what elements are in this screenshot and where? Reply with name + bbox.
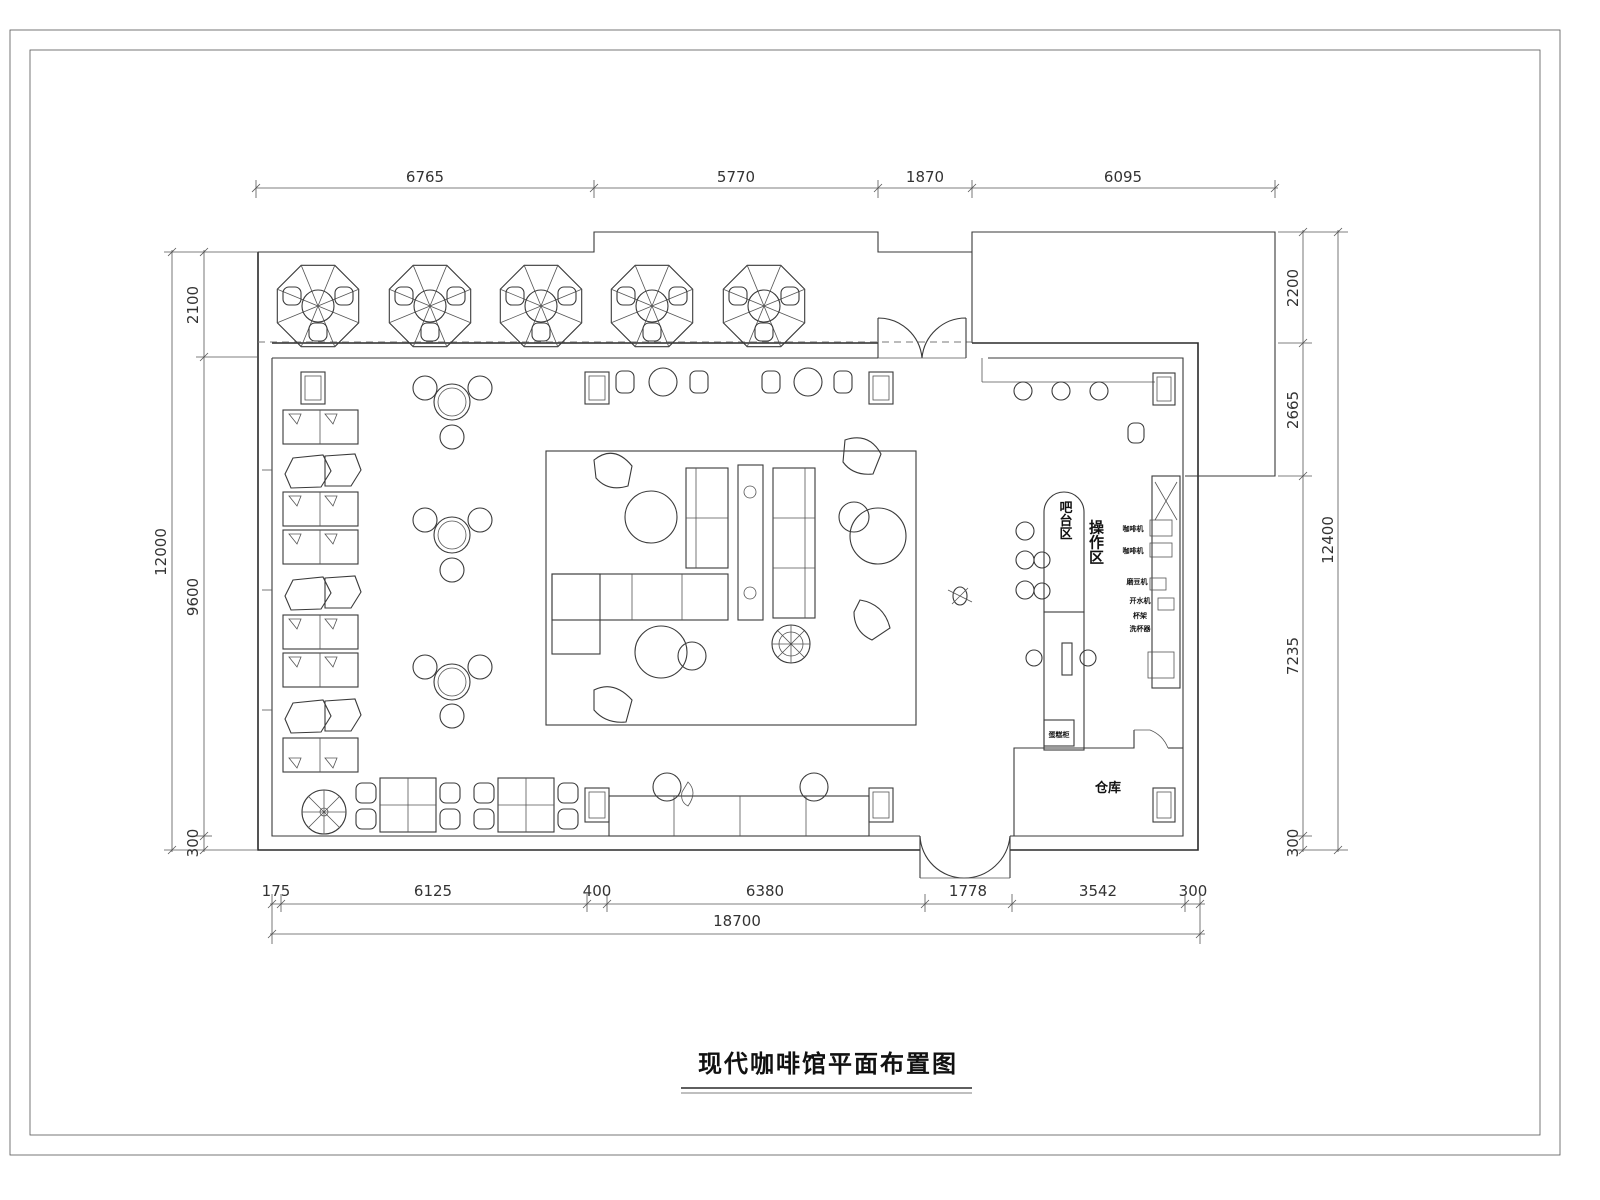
- drawing-title: 现代咖啡馆平面布置图: [681, 1050, 972, 1094]
- dim-top-4: 6095: [1104, 168, 1142, 186]
- dim-left-3: 300: [184, 829, 202, 858]
- umbrella-table: [722, 264, 806, 348]
- bar-counter: 蛋糕柜 吧台区 操作区: [1015, 491, 1105, 751]
- top-entrance-door: [877, 317, 967, 359]
- umbrella-table: [276, 264, 360, 348]
- inner-frame: [29, 49, 1541, 1136]
- icemaker-label: 蛋糕柜: [1049, 730, 1070, 739]
- dim-bottom-4: 6380: [746, 882, 784, 900]
- window-counter-seats: [615, 367, 1145, 444]
- zone-storage-label: 仓库: [1094, 780, 1121, 796]
- dim-bottom-total: 18700: [713, 912, 761, 930]
- dim-top-3: 1870: [906, 168, 944, 186]
- back-counter: 咖啡机 咖啡机 磨豆机 开水机 杯架 洗杯器: [1123, 475, 1181, 689]
- dim-right-outer: 12400: [1319, 516, 1337, 564]
- storage-room: 仓库: [1013, 729, 1183, 836]
- zone-operation-label: 操作区: [1087, 519, 1105, 565]
- planter-boxes: [300, 371, 1176, 823]
- bottom-counter: [608, 772, 870, 837]
- dim-right-1: 2200: [1284, 269, 1302, 307]
- dim-right-3: 7235: [1284, 637, 1302, 675]
- dimension-bottom: 175 6125 400 6380 1778 3542 300 18700: [262, 882, 1208, 944]
- banquette-seating: [282, 409, 362, 773]
- dim-bottom-6: 3542: [1079, 882, 1117, 900]
- square-tables: [355, 777, 579, 833]
- bottom-entrance-door: [919, 835, 1011, 879]
- dim-left-2: 9600: [184, 578, 202, 616]
- terrace-umbrellas: [276, 264, 806, 348]
- dim-bottom-2: 6125: [414, 882, 452, 900]
- dimension-top: 6765 5770 1870 6095: [251, 168, 1280, 198]
- equip-grinder: 磨豆机: [1127, 577, 1148, 586]
- dim-top-2: 5770: [717, 168, 755, 186]
- building-walls: [257, 231, 1276, 851]
- central-lounge: [545, 437, 917, 726]
- outer-frame: [9, 29, 1561, 1156]
- title-text: 现代咖啡馆平面布置图: [698, 1050, 958, 1078]
- spiral-stair: [301, 789, 347, 835]
- dim-left-outer: 12000: [152, 528, 170, 576]
- umbrella-table: [388, 264, 472, 348]
- equip-coffee1: 咖啡机: [1123, 524, 1144, 533]
- dimension-left: 12000 2100 9600 300: [152, 247, 258, 858]
- equip-coffee2: 咖啡机: [1123, 546, 1144, 555]
- round-tables: [412, 375, 493, 729]
- zone-bar-label: 吧台区: [1057, 501, 1073, 541]
- dim-left-1: 2100: [184, 286, 202, 324]
- dim-right-4: 300: [1284, 829, 1302, 858]
- equip-shelf: 杯架: [1133, 611, 1147, 620]
- dim-right-2: 2665: [1284, 391, 1302, 429]
- dim-bottom-7: 300: [1179, 882, 1208, 900]
- dimension-right: 12400 2200 2665 7235 300: [1278, 227, 1348, 858]
- dim-bottom-5: 1778: [949, 882, 987, 900]
- umbrella-table: [499, 264, 583, 348]
- dim-bottom-3: 400: [583, 882, 612, 900]
- umbrella-table: [610, 264, 694, 348]
- equip-water: 开水机: [1130, 596, 1151, 605]
- dim-top-1: 6765: [406, 168, 444, 186]
- people-figures: [947, 551, 1097, 667]
- equip-cupwash: 洗杯器: [1130, 624, 1152, 633]
- dim-bottom-1: 175: [262, 882, 291, 900]
- interior-furniture: 蛋糕柜 吧台区 操作区 咖啡机 咖啡机 磨豆机 开水机 杯架 洗杯器 仓库: [282, 367, 1183, 837]
